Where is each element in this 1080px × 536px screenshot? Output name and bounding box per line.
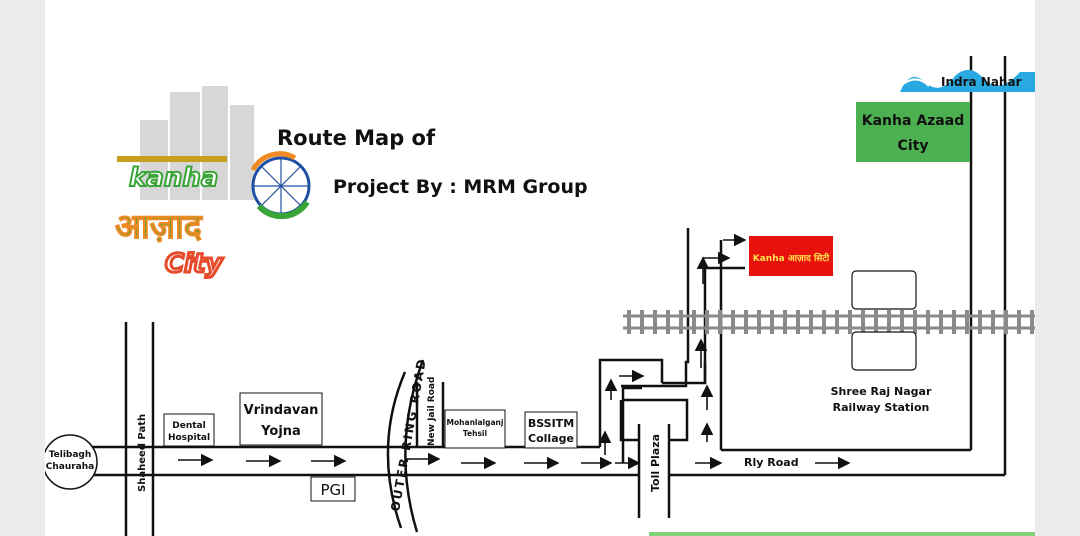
canal-icon xyxy=(900,69,1035,92)
station-label-line1: Shree Raj Nagar xyxy=(831,385,932,398)
railway-track xyxy=(623,310,1035,334)
telibagh-line2: Chauraha xyxy=(46,462,95,472)
ashoka-chakra-icon xyxy=(250,151,311,220)
station-building-south xyxy=(851,331,917,371)
bottom-green-strip xyxy=(649,532,1035,536)
shaheed-path-label: Shaheed Path xyxy=(137,414,148,492)
dental-line2: Hospital xyxy=(168,433,210,443)
flute-icon xyxy=(117,156,227,162)
route-map-page: kanha आज़ाद City Route Map of Project By… xyxy=(45,0,1035,536)
mohanlalganj-tehsil-box: Mohanlalganj Tehsil xyxy=(444,409,506,449)
toll-plaza-label: Toll Plaza xyxy=(649,434,662,492)
telibagh-chauraha-marker: Telibagh Chauraha xyxy=(45,434,98,490)
kanha-box-line1: Kanha Azaad xyxy=(862,113,964,129)
mohanlalganj-line2: Tehsil xyxy=(463,429,487,438)
map-subtitle: Project By : MRM Group xyxy=(333,176,588,198)
rly-road-label: Rly Road xyxy=(744,456,799,469)
kanha-azaad-city-box: Kanha Azaad City xyxy=(856,102,970,162)
outer-ring-road: OUTER RING ROAD xyxy=(386,357,429,533)
direction-arrows xyxy=(178,233,851,470)
logo-wordmark-devanagari: आज़ाद xyxy=(115,207,203,247)
kanha-box-line2: City xyxy=(898,138,929,154)
dental-line1: Dental xyxy=(172,421,205,431)
map-title: Route Map of xyxy=(277,126,436,150)
pgi-box: PGI xyxy=(310,476,356,502)
pgi-label: PGI xyxy=(320,481,345,499)
vrindavan-line1: Vrindavan xyxy=(244,403,319,418)
bssitm-line1: BSSITM xyxy=(528,417,574,430)
bssitm-collage-box: BSSITM Collage xyxy=(524,411,578,449)
logo-wordmark-bottom: City xyxy=(165,249,223,279)
indra-nahar-label: Indra Nahar xyxy=(941,75,1022,89)
buildings-icon xyxy=(140,86,254,200)
route-map: kanha आज़ाद City Route Map of Project By… xyxy=(45,56,1035,536)
bssitm-line2: Collage xyxy=(528,432,574,445)
telibagh-line1: Telibagh xyxy=(49,450,92,460)
dental-hospital-box: Dental Hospital xyxy=(163,413,215,447)
vrindavan-yojna-box: Vrindavan Yojna xyxy=(239,392,323,446)
station-building-north xyxy=(851,270,917,310)
vrindavan-line2: Yojna xyxy=(260,424,301,439)
station-label-line2: Railway Station xyxy=(833,401,930,414)
new-jail-road-label: New Jail Road xyxy=(427,377,437,446)
logo-wordmark-top: kanha xyxy=(129,163,218,193)
mohanlalganj-line1: Mohanlalganj xyxy=(447,418,504,427)
kanha-azaad-city-logo: kanha आज़ाद City xyxy=(115,86,311,281)
project-site-badge: Kanha आज़ाद सिटी xyxy=(749,236,833,276)
site-badge-text: Kanha आज़ाद सिटी xyxy=(753,252,830,264)
